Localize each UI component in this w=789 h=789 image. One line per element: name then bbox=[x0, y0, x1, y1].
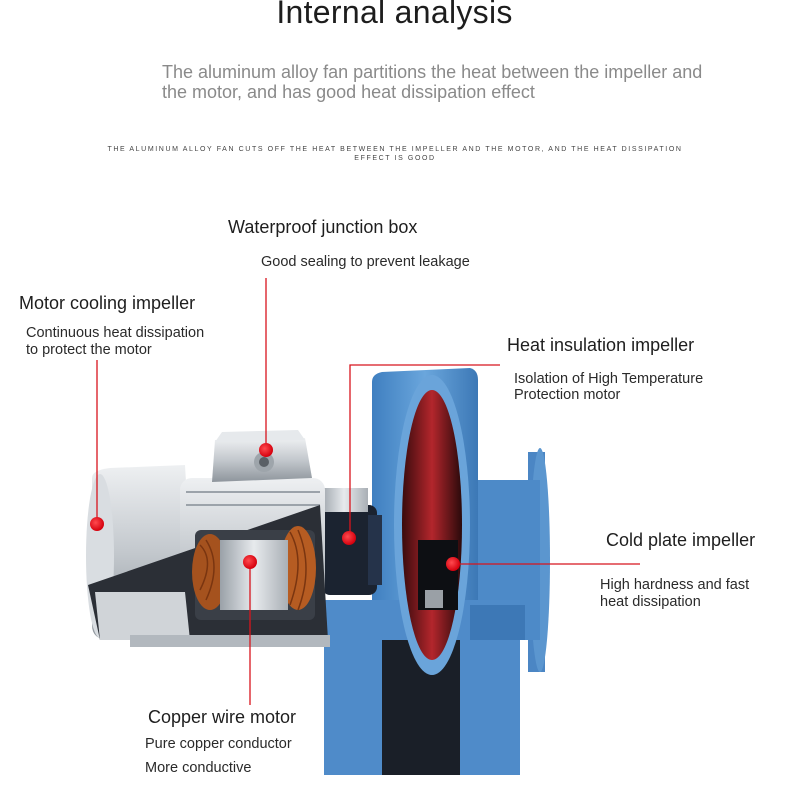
marker-cold-plate bbox=[446, 557, 460, 571]
copper-motor-desc-2: More conductive bbox=[145, 760, 252, 776]
cold-plate-desc-2: heat dissipation bbox=[600, 594, 701, 610]
heat-insulation-desc-1: Isolation of High Temperature bbox=[514, 371, 704, 387]
subtitle: The aluminum alloy fan partitions the he… bbox=[162, 62, 703, 102]
marker-junction-box bbox=[259, 443, 273, 457]
fine-print: The aluminum alloy fan cuts off the heat… bbox=[107, 146, 683, 162]
marker-motor-cooling bbox=[90, 517, 104, 531]
junction-box-desc: Good sealing to prevent leakage bbox=[261, 254, 470, 270]
heat-insulation-label: Heat insulation impeller bbox=[507, 335, 695, 355]
copper-motor-desc-1: Pure copper conductor bbox=[145, 736, 292, 752]
motor-cooling-label: Motor cooling impeller bbox=[19, 293, 196, 313]
motor-cooling-desc-1: Continuous heat dissipation bbox=[26, 325, 205, 341]
coupling bbox=[320, 488, 382, 595]
marker-copper-motor bbox=[243, 555, 257, 569]
markers bbox=[90, 443, 460, 571]
motor-cooling-desc-2: to protect the motor bbox=[26, 342, 152, 358]
junction-box-label: Waterproof junction box bbox=[228, 217, 418, 237]
cold-plate-desc-1: High hardness and fast bbox=[600, 577, 750, 593]
junction-box bbox=[212, 430, 312, 482]
copper-motor-label: Copper wire motor bbox=[148, 707, 297, 727]
motor bbox=[86, 465, 330, 647]
page-title: Internal analysis bbox=[276, 0, 513, 30]
marker-heat-insulation bbox=[342, 531, 356, 545]
heat-insulation-desc-2: Protection motor bbox=[514, 387, 621, 403]
fan-housing bbox=[324, 368, 550, 775]
leader-lines bbox=[96, 278, 640, 705]
cold-plate-label: Cold plate impeller bbox=[606, 530, 756, 550]
